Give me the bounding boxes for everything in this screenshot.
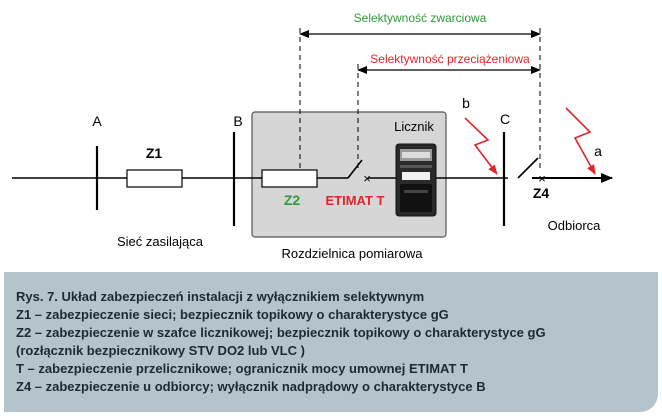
- point-b-label: B: [233, 113, 242, 129]
- protection-diagram: Selektywność zwarciowa Selektywność prze…: [12, 11, 613, 261]
- fault-b-arrow: [464, 117, 498, 175]
- caption-line-t: T – zabezpieczenie przelicznikowe; ogran…: [16, 361, 468, 376]
- caption-box: [4, 272, 658, 412]
- point-c-label: C: [500, 111, 510, 127]
- overload-selectivity-label: Selektywność przeciążeniowa: [370, 52, 530, 66]
- fuse-z1-label: Z1: [146, 145, 163, 161]
- caption-line-z1: Z1 – zabezpieczenie sieci; bezpiecznik t…: [16, 307, 449, 322]
- etimat-label: ETIMAT T: [326, 193, 385, 208]
- caption-line-z2: Z2 – zabezpieczenie w szafce licznikowej…: [16, 325, 546, 340]
- point-a-label: A: [92, 113, 102, 129]
- fuse-z1-symbol: [126, 169, 183, 188]
- caption-title: Rys. 7. Układ zabezpieczeń instalacji z …: [16, 289, 425, 304]
- electricity-meter-image: [395, 143, 437, 217]
- short-circuit-selectivity-label: Selektywność zwarciowa: [354, 11, 487, 25]
- meter-label: Licznik: [394, 119, 434, 134]
- fuse-z2-symbol: [261, 169, 318, 188]
- etimat-contact-mark: ×: [363, 171, 371, 186]
- supply-network-label: Sieć zasilająca: [117, 234, 204, 249]
- z4-label: Z4: [533, 185, 550, 201]
- metering-board-label: Rozdzielnica pomiarowa: [282, 246, 424, 261]
- fuse-z2-label: Z2: [284, 192, 301, 208]
- z4-contact-mark: ×: [538, 171, 546, 186]
- fault-a-label: a: [594, 143, 602, 159]
- fault-b-label: b: [462, 95, 470, 111]
- z4-switch-blade: [517, 157, 539, 179]
- etimat-switch-blade: [347, 159, 363, 179]
- caption-line-z2-note: (rozłącznik bezpiecznikowy STV DO2 lub V…: [16, 343, 305, 358]
- caption-line-z4: Z4 – zabezpieczenie u odbiorcy; wyłączni…: [16, 379, 486, 394]
- consumer-label: Odbiorca: [548, 218, 602, 233]
- figure-caption: Rys. 7. Układ zabezpieczeń instalacji z …: [16, 288, 646, 396]
- fault-a-arrow: [565, 107, 596, 175]
